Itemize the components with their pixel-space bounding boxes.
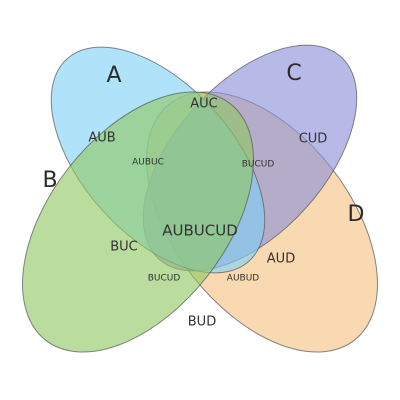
set-a-label: A [106, 63, 121, 88]
set-b-label: B [42, 168, 57, 193]
region-a-u-b-u-c-u-d-label: AUBUCUD [162, 222, 238, 240]
set-c-label: C [286, 61, 301, 86]
region-a-u-b-u-c-label: AUBUC [132, 158, 164, 168]
region-b-u-c-u-d-lower-label: BUCUD [148, 274, 181, 284]
region-a-u-b-u-d-label: AUBUD [227, 274, 260, 284]
region-c-u-d-label: CUD [299, 132, 328, 147]
region-a-u-b-label: AUB [88, 131, 115, 146]
region-a-u-c-label: AUC [190, 97, 218, 112]
region-a-u-d-label: AUD [267, 252, 295, 267]
set-b-ellipse [22, 91, 254, 353]
set-d-label: D [348, 202, 365, 227]
region-b-u-c-label: BUC [110, 240, 138, 255]
region-b-u-d-label: BUD [188, 315, 216, 330]
region-b-u-c-u-d-label: BUCUD [242, 160, 275, 170]
